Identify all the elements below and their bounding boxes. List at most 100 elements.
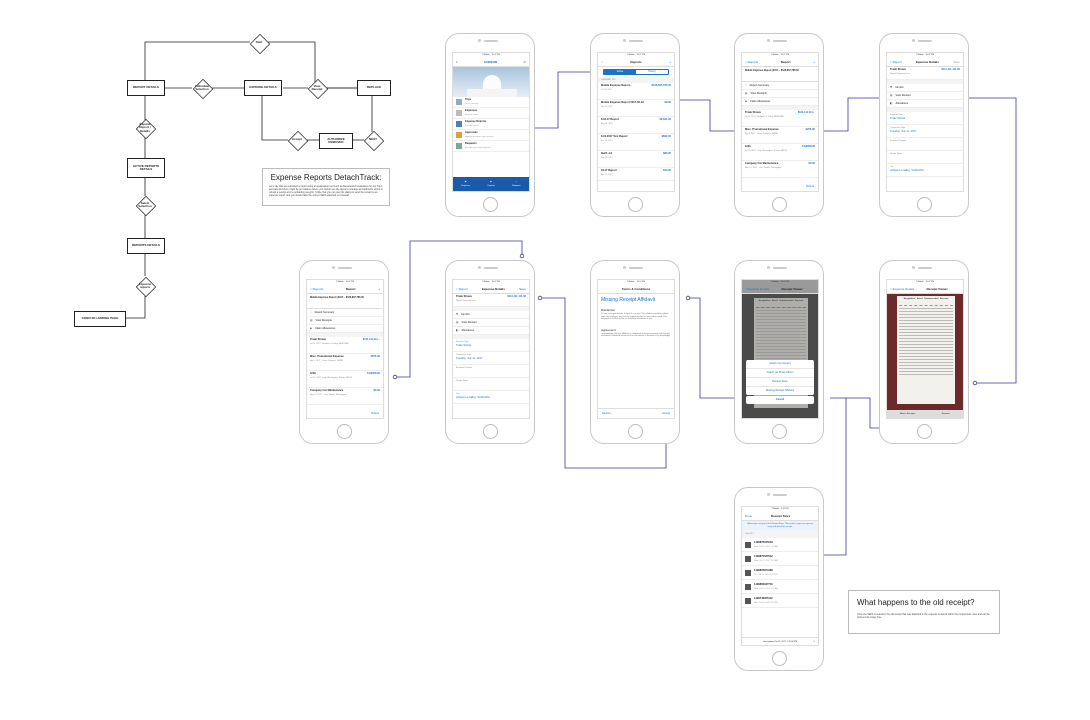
home-button[interactable] [628, 197, 643, 212]
home-button[interactable] [917, 424, 932, 439]
back-button[interactable]: < Expense Details [890, 287, 915, 291]
back-button[interactable]: < Report [890, 60, 902, 64]
cancel-button[interactable]: Cancel [775, 398, 785, 401]
home-button[interactable] [628, 424, 643, 439]
add-report-button[interactable]: + [669, 60, 671, 64]
view-receipt-row[interactable]: ▤View Receipt [453, 319, 529, 327]
view-receipt-row[interactable]: ▤View Receipt [887, 92, 963, 100]
approvals-icon [456, 132, 462, 138]
submit-button[interactable]: Submit [370, 412, 379, 415]
capitol-dome-icon [483, 75, 501, 91]
allocations-row[interactable]: ◧Allocations [887, 100, 963, 108]
receipt-store-option[interactable]: Receipt Store [746, 378, 814, 387]
home-button[interactable] [337, 424, 352, 439]
submit-button[interactable]: Submit [805, 185, 814, 188]
field-vendor-name[interactable]: Vendor Name [887, 151, 963, 164]
tab-expense[interactable]: ▣Expense [461, 181, 470, 187]
home-button[interactable] [917, 197, 932, 212]
receipt-icon: ▤ [890, 93, 893, 97]
attach-receipts-button[interactable]: Attach Receipts [900, 413, 916, 415]
report-summary-row[interactable]: ◔Report Summary [307, 309, 383, 317]
menu-icon[interactable]: ≡ [456, 60, 458, 64]
field-business-purpose[interactable]: Business Purpose [453, 365, 529, 378]
expense-row[interactable]: Trade Shows$111,111,111...Jul 11, 2017 ·… [307, 337, 383, 354]
view-receipts-row[interactable]: ▤View Receipts [307, 317, 383, 325]
attach-camera-option[interactable]: Attach via Camera [746, 360, 814, 369]
save-button[interactable]: Save [953, 60, 960, 64]
view-receipts-row[interactable]: ▤View Receipts [742, 90, 818, 98]
camera-dot [478, 39, 481, 42]
accept-button[interactable]: Accept [662, 411, 670, 415]
add-expense-button[interactable]: + [378, 287, 380, 291]
allocations-row[interactable]: ◧Allocations [453, 327, 529, 335]
home-button[interactable] [772, 651, 787, 666]
itemize-row[interactable]: ☰Itemize [453, 311, 529, 319]
home-button[interactable] [483, 197, 498, 212]
tab-capture[interactable]: ◉Capture [487, 181, 495, 187]
seg-active[interactable]: Active [604, 70, 636, 74]
refresh-icon[interactable]: ↻ [813, 640, 815, 643]
spacer [307, 333, 383, 337]
spacer [453, 307, 529, 311]
seg-history[interactable]: History [648, 70, 656, 73]
home-button[interactable] [772, 424, 787, 439]
spacer [887, 80, 963, 84]
back-button[interactable]: < Report [456, 287, 468, 291]
done-button[interactable]: Done [745, 514, 753, 518]
back-button[interactable]: < Expense Details [745, 287, 770, 291]
missing-affidavit-option[interactable]: Missing Receipt Affidavit [765, 389, 795, 392]
report-summary-row[interactable]: ◔Report Summary [742, 82, 818, 90]
back-button[interactable]: < [601, 60, 603, 64]
field-business-purpose[interactable]: Business Purpose [887, 138, 963, 151]
claim-allowances-row[interactable]: ◈Claim Allowances [307, 325, 383, 333]
decline-button[interactable]: Decline [602, 411, 611, 415]
flow-start: Start [250, 34, 268, 52]
flow-next: NEXT [364, 131, 382, 149]
attach-photo-option[interactable]: Attach via Photo Album [746, 369, 814, 378]
back-button[interactable]: < Reports [745, 60, 759, 64]
itemize-row[interactable]: ☰Itemize [887, 84, 963, 92]
home-button[interactable] [772, 197, 787, 212]
report-title: Report [345, 287, 356, 291]
home-button[interactable] [483, 424, 498, 439]
message-icon[interactable]: ✉ [523, 60, 526, 64]
back-button[interactable]: < Reports [310, 287, 324, 291]
expense-row[interactable]: Trade Shows$111,111,111...Jul 11, 2017 ·… [742, 110, 818, 127]
remove-button[interactable]: Remove [941, 413, 950, 415]
field-vendor-name[interactable]: Vendor Name [453, 378, 529, 391]
flow-expense-reports: Expense reports [136, 277, 154, 295]
viewer-nav: < Expense Details Receipt Viewer [742, 285, 818, 294]
tab-request[interactable]: +Request [512, 181, 521, 187]
add-expense-button[interactable]: + [813, 60, 815, 64]
save-button[interactable]: Save [519, 287, 526, 291]
claim-allowances-row[interactable]: ◈Claim Allowances [742, 98, 818, 106]
